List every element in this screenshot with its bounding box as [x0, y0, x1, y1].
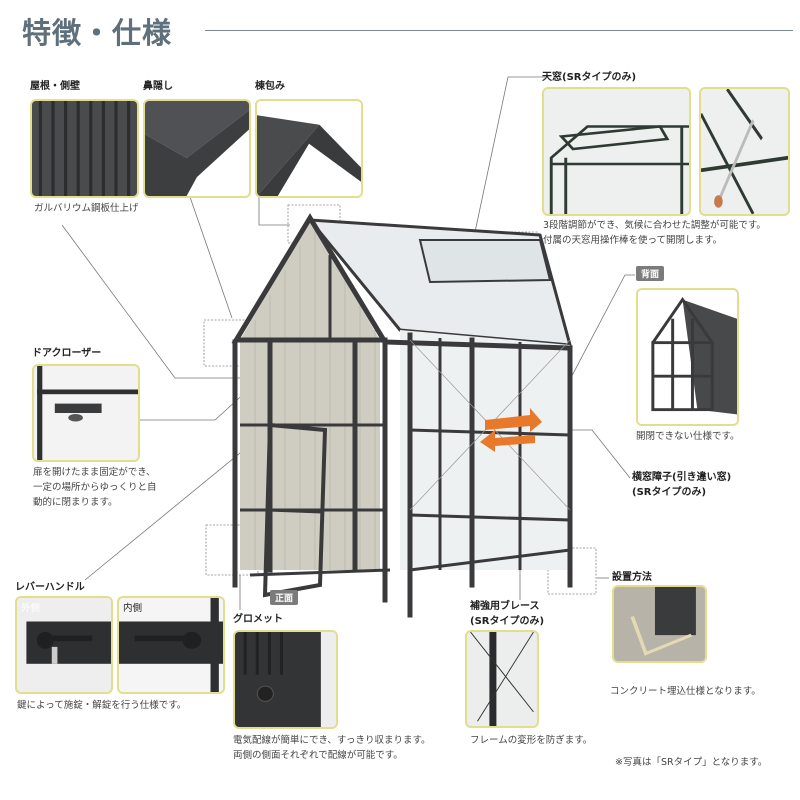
door-closer-caption-2: 一定の場所からゆっくりと自: [33, 482, 157, 493]
lever-handle-outside-photo: 外側: [15, 596, 113, 694]
installation-caption: コンクリート埋込仕様となります。: [610, 686, 761, 697]
door-closer-photo: [32, 364, 140, 462]
front-badge: 正面: [270, 590, 299, 605]
footnote: ※写真は「SRタイプ」となります。: [615, 757, 768, 768]
roof-wall-caption: ガルバリウム鋼板仕上げ: [34, 203, 139, 214]
brace-photo: [465, 630, 539, 728]
page-title: 特徴・仕様: [22, 16, 173, 50]
side-window-label-1: 横窓障子(引き違い窓): [632, 472, 732, 483]
grommet-label: グロメット: [233, 614, 283, 625]
grommet-caption-1: 電気配線が簡単にでき、すっきり収まります。: [233, 735, 431, 746]
back-photo: [636, 288, 739, 426]
skylight-caption-1: 3段階調節ができ、気候に合わせた調整が可能です。: [543, 220, 766, 231]
skylight-label: 天窓(SRタイプのみ): [542, 72, 637, 83]
door-closer-caption-3: 動的に閉まります。: [33, 497, 118, 508]
skylight-photo-2: [699, 87, 790, 216]
skylight-caption-2: 付属の天窓用操作棒を使って開閉します。: [543, 235, 723, 246]
ridge-photo: [255, 99, 363, 198]
lever-handle-caption: 鍵によって施錠・解錠を行う仕様です。: [17, 700, 187, 711]
door-closer-label: ドアクローザー: [32, 348, 102, 359]
back-caption: 開閉できない仕様です。: [636, 431, 740, 442]
inside-caption: 内側: [123, 603, 143, 614]
lever-handle-inside-photo: 内側: [117, 596, 225, 694]
greenhouse-main-image: [231, 213, 573, 618]
brace-label-1: 補強用ブレース: [470, 601, 540, 612]
ridge-label: 棟包み: [255, 81, 285, 92]
brace-caption: フレームの変形を防ぎます。: [470, 735, 593, 746]
grommet-caption-2: 両側の側面それぞれで配線が可能です。: [233, 750, 403, 761]
grommet-photo: [233, 630, 338, 729]
back-badge: 背面: [636, 266, 665, 281]
lever-handle-label: レバーハンドル: [15, 582, 85, 593]
skylight-photo-1: [542, 87, 691, 216]
roof-wall-photo: [30, 99, 139, 198]
side-window-label-2: (SRタイプのみ): [632, 487, 707, 498]
installation-photo: [612, 585, 707, 663]
outside-caption: 外側: [21, 603, 41, 614]
installation-label: 設置方法: [612, 572, 652, 583]
fascia-photo: [143, 99, 251, 198]
brace-label-2: (SRタイプのみ): [470, 616, 545, 627]
door-closer-caption-1: 扉を開けたまま固定ができ、: [33, 467, 156, 478]
roof-wall-label: 屋根・側壁: [30, 81, 80, 92]
fascia-label: 鼻隠し: [143, 81, 173, 92]
title-divider: [205, 30, 793, 31]
